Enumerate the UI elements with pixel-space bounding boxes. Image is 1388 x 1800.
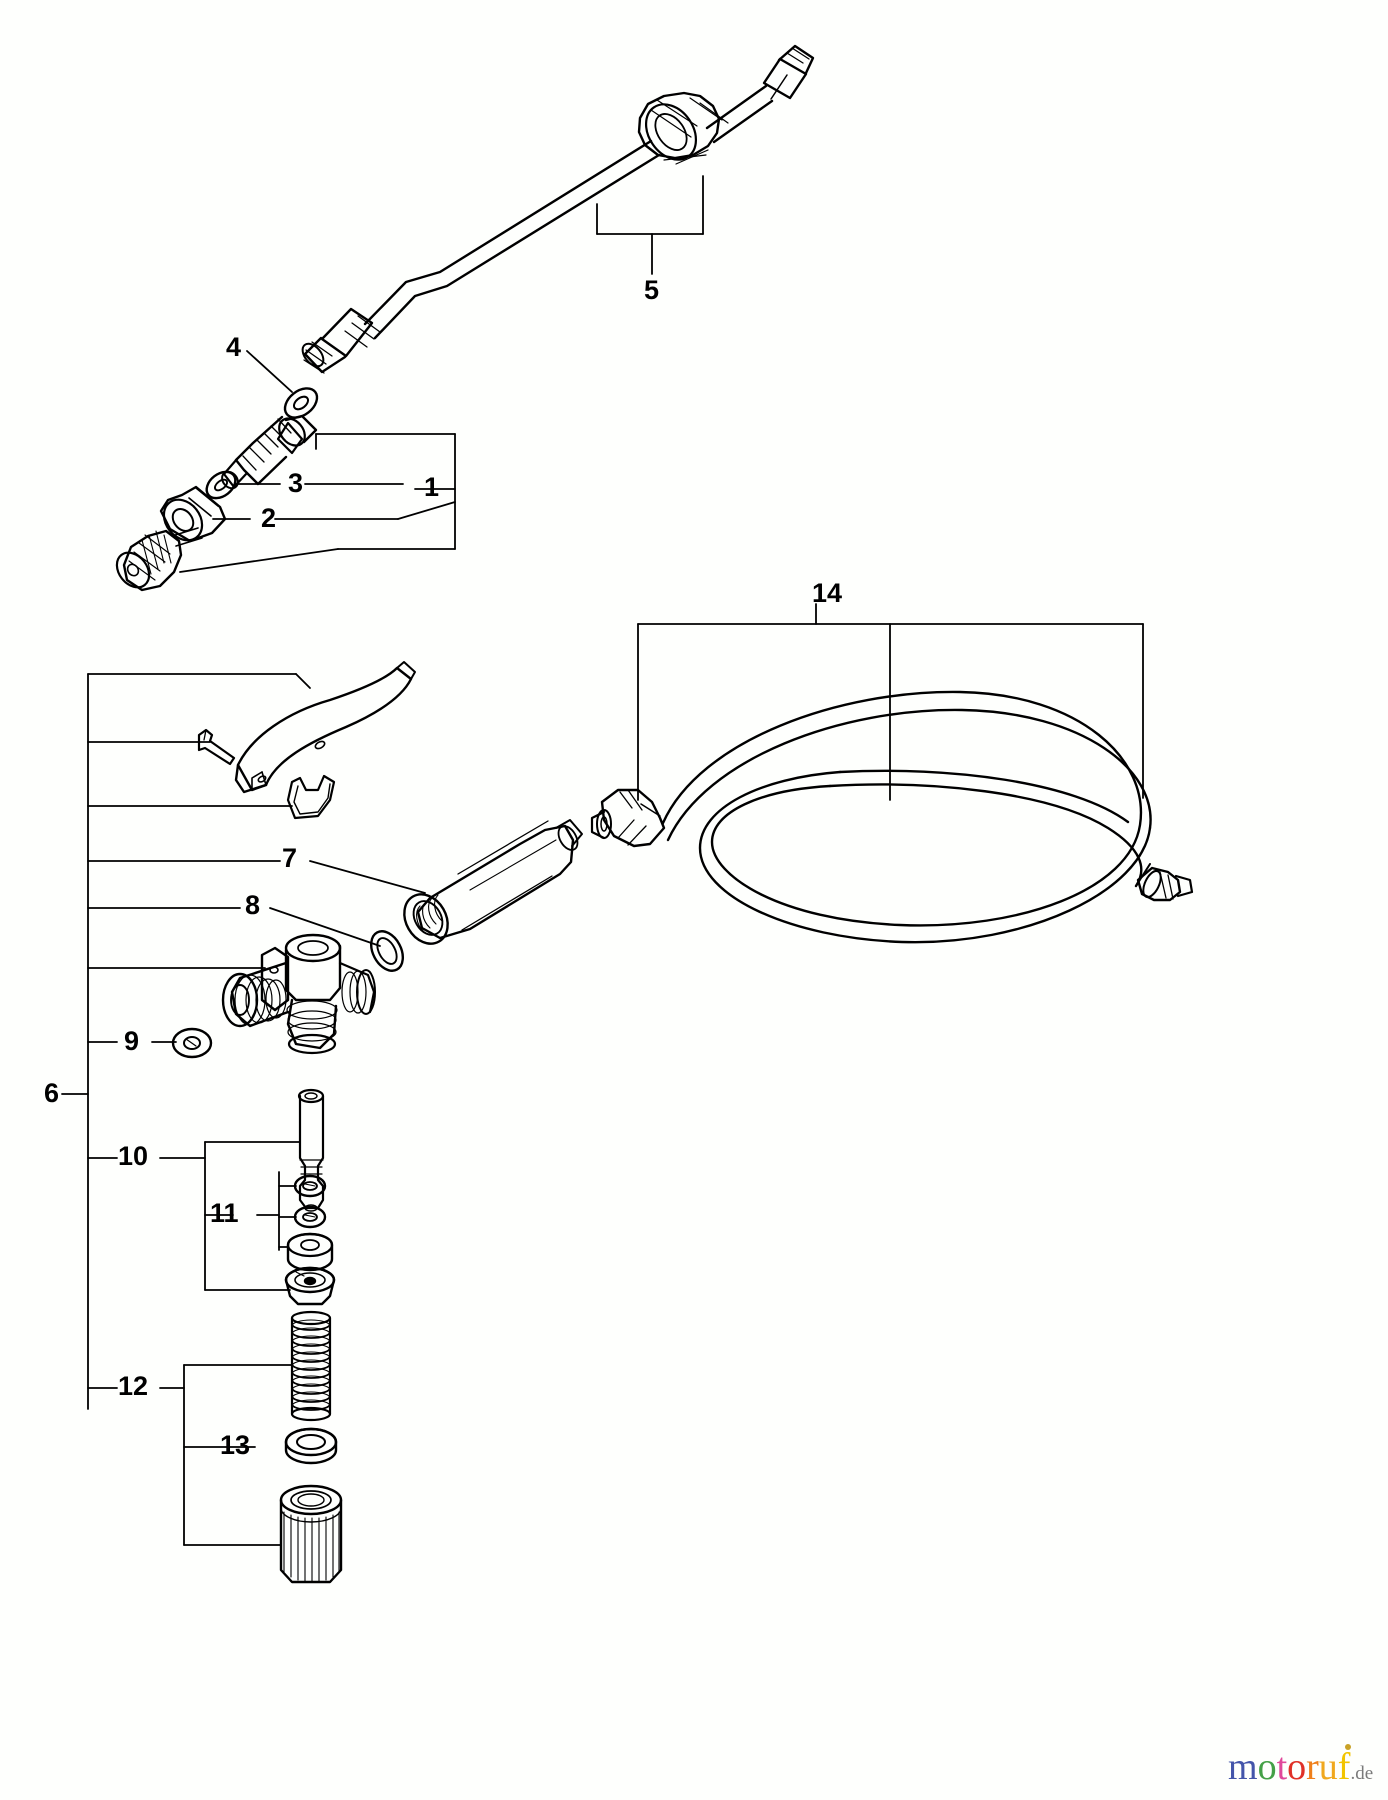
- trigger-lever: [234, 661, 416, 794]
- logo-letter-r: r: [1306, 1746, 1319, 1788]
- callout-4: 4: [226, 332, 242, 362]
- logo-letter-u: u: [1318, 1746, 1338, 1788]
- seal-washer-set: [286, 1174, 334, 1272]
- callout-12: 12: [118, 1371, 149, 1401]
- bracket-group-5: [596, 175, 704, 275]
- packing-washer: [284, 1427, 338, 1465]
- knurled-end-cap: [279, 1484, 343, 1584]
- callout-8: 8: [245, 890, 261, 920]
- callout-14: 14: [812, 578, 843, 608]
- sub-bracket-lines: [159, 1141, 301, 1546]
- spray-lance-tube: [301, 44, 815, 374]
- logo-letter-t: t: [1276, 1746, 1288, 1788]
- compression-spring: [290, 1310, 332, 1422]
- gasket-ring: [369, 930, 405, 972]
- logo-letter-f: f: [1337, 1746, 1351, 1788]
- logo-letter-o1: o: [1257, 1746, 1277, 1788]
- logo-domain-suffix: .de: [1350, 1763, 1374, 1784]
- logo-dot: [1345, 1744, 1351, 1750]
- sealing-washer: [171, 1027, 213, 1059]
- nozzle-swirl-body: [159, 485, 227, 547]
- callout-6: 6: [44, 1078, 60, 1108]
- handle-grip-tube: [403, 819, 583, 945]
- callout-9: 9: [124, 1026, 140, 1056]
- callout-7: 7: [282, 843, 298, 873]
- high-pressure-hose: [590, 690, 1194, 944]
- nozzle-seal-washer: [205, 470, 237, 500]
- callout-3: 3: [288, 468, 304, 498]
- valve-body: [221, 933, 376, 1055]
- logo-letter-m: m: [1228, 1746, 1258, 1788]
- callout-11: 11: [210, 1198, 239, 1228]
- callout-2: 2: [261, 503, 277, 533]
- valve-seat-cup: [284, 1266, 336, 1306]
- trigger-pin: [197, 728, 236, 766]
- trigger-clip: [286, 774, 336, 820]
- callout-5: 5: [644, 275, 660, 305]
- logo-letter-o2: o: [1287, 1746, 1307, 1788]
- o-ring-seal: [283, 387, 319, 419]
- nozzle-filter-screen: [115, 529, 183, 592]
- callout-1: 1: [424, 472, 440, 502]
- bracket-group-6: [61, 673, 297, 1410]
- callout-10: 10: [118, 1141, 149, 1171]
- bracket-group-1: [179, 350, 456, 573]
- callout-13: 13: [220, 1430, 251, 1460]
- motoruf-watermark-logo: motoruf.de: [1228, 1744, 1374, 1788]
- nozzle-valve-body: [221, 414, 318, 490]
